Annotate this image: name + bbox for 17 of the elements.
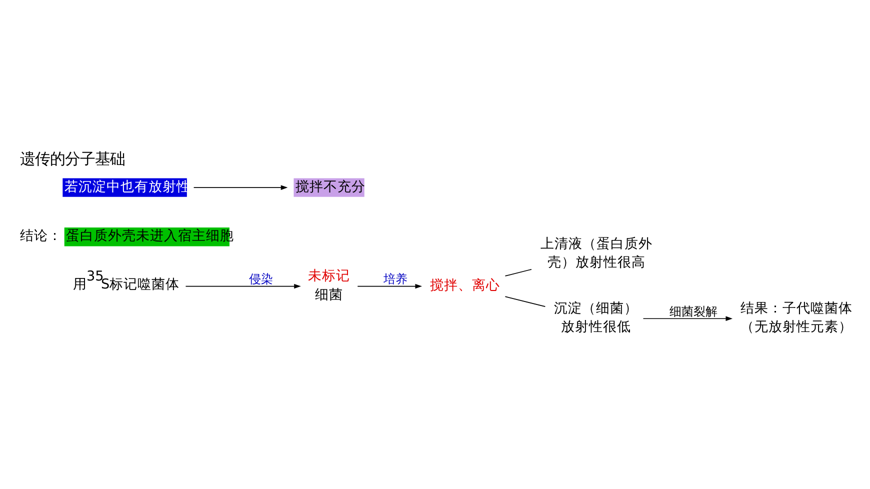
arrow: [193, 184, 288, 190]
connector: [504, 268, 532, 276]
diagram-title: 遗传的分子基础: [20, 150, 126, 168]
arrow: [185, 283, 301, 288]
edge-label: 细菌裂解: [669, 304, 718, 318]
connector: [504, 296, 546, 307]
node-text: 上清液（蛋白质外壳）放射性很高: [540, 235, 653, 270]
node-text: 沉淀（细菌）放射性很低: [554, 300, 638, 335]
node-text: 未标记 细菌: [308, 268, 350, 302]
arrow: [357, 283, 422, 288]
node-box: 搅拌不充分: [294, 178, 364, 196]
arrow: [642, 316, 733, 320]
node-text: 搅拌、离心: [430, 277, 500, 294]
edge-label: 侵染: [249, 272, 274, 286]
edge-label: 培养: [384, 272, 408, 286]
node-text: 结果：子代噬菌体（无放射性元素）: [740, 300, 853, 335]
node-label: 结论：: [20, 228, 62, 244]
